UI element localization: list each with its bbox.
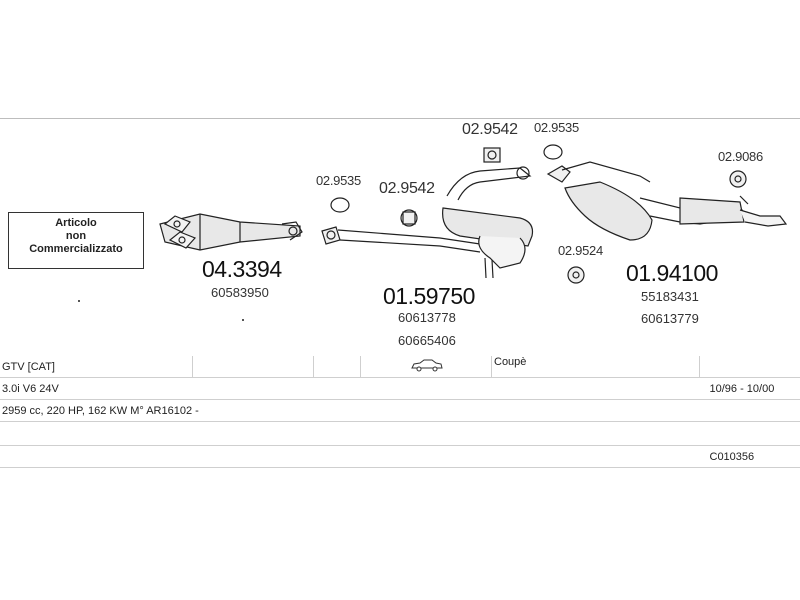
tail-clamp-code[interactable]: 02.9086 (718, 149, 763, 164)
not-sold-box: Articolo non Commercializzato (8, 212, 144, 269)
exhaust-drawing (159, 144, 788, 284)
center-silencer-oem1: 60613778 (398, 310, 456, 325)
engine-cell: 3.0i V6 24V (0, 377, 700, 400)
center-silencer-code[interactable]: 01.59750 (383, 283, 475, 309)
empty-cell (313, 356, 361, 378)
car-cell (360, 356, 492, 378)
years-cell: 10/96 - 10/00 (699, 377, 800, 400)
mid-gasket-code[interactable]: 02.9542 (379, 180, 435, 197)
empty-cell (0, 445, 700, 468)
rear-gasket-code[interactable]: 02.9524 (558, 243, 603, 258)
upper-gasket-code[interactable]: 02.9542 (462, 121, 518, 138)
info-row-blank (0, 421, 800, 446)
center-silencer-part (442, 166, 534, 279)
rear-silencer-code[interactable]: 01.94100 (626, 260, 718, 286)
body-cell: Coupè (491, 356, 700, 378)
marker-dot (78, 300, 80, 302)
not-sold-line2: non (65, 230, 87, 242)
top-border (0, 118, 800, 119)
center-silencer-oem2: 60665406 (398, 333, 456, 348)
rear-silencer-part (546, 161, 788, 241)
vehicle-info-table: GTV [CAT] Coupè 3.0i V6 24V 10/96 - 10/0… (0, 356, 800, 468)
center-pipe-part (321, 226, 481, 253)
info-row-model: GTV [CAT] Coupè (0, 356, 800, 378)
catalyst-part (159, 213, 303, 251)
info-row-engine: 3.0i V6 24V 10/96 - 10/00 (0, 377, 800, 400)
info-row-code: C010356 (0, 445, 800, 468)
rear-flange-gasket-code[interactable]: 02.9535 (534, 120, 579, 135)
not-sold-line3: Commercializzato (29, 243, 123, 255)
model-cell: GTV [CAT] (0, 356, 193, 378)
gasket-rear-flange (543, 144, 563, 160)
blank-cell (0, 421, 800, 446)
rear-silencer-oem2: 60613779 (641, 311, 699, 326)
car-icon (411, 359, 443, 372)
exhaust-diagram: Articolo non Commercializzato 04.3394 60… (0, 118, 800, 356)
specs-cell: 2959 cc, 220 HP, 162 KW M° AR16102 - (0, 399, 800, 422)
gasket-front (330, 197, 350, 213)
tail-clamp-part (729, 170, 747, 188)
catalyst-code[interactable]: 04.3394 (202, 256, 282, 282)
front-gasket-code[interactable]: 02.9535 (316, 173, 361, 188)
gasket-rear (567, 266, 585, 284)
gasket-upper (483, 147, 501, 163)
gasket-mid (400, 209, 418, 227)
empty-cell (699, 356, 800, 378)
empty-cell (192, 356, 314, 378)
catalyst-oem: 60583950 (211, 285, 269, 300)
rear-silencer-oem1: 55183431 (641, 289, 699, 304)
info-row-specs: 2959 cc, 220 HP, 162 KW M° AR16102 - (0, 399, 800, 422)
catalog-code-cell: C010356 (699, 445, 800, 468)
not-sold-line1: Articolo (55, 217, 97, 229)
marker-dot (242, 319, 244, 321)
